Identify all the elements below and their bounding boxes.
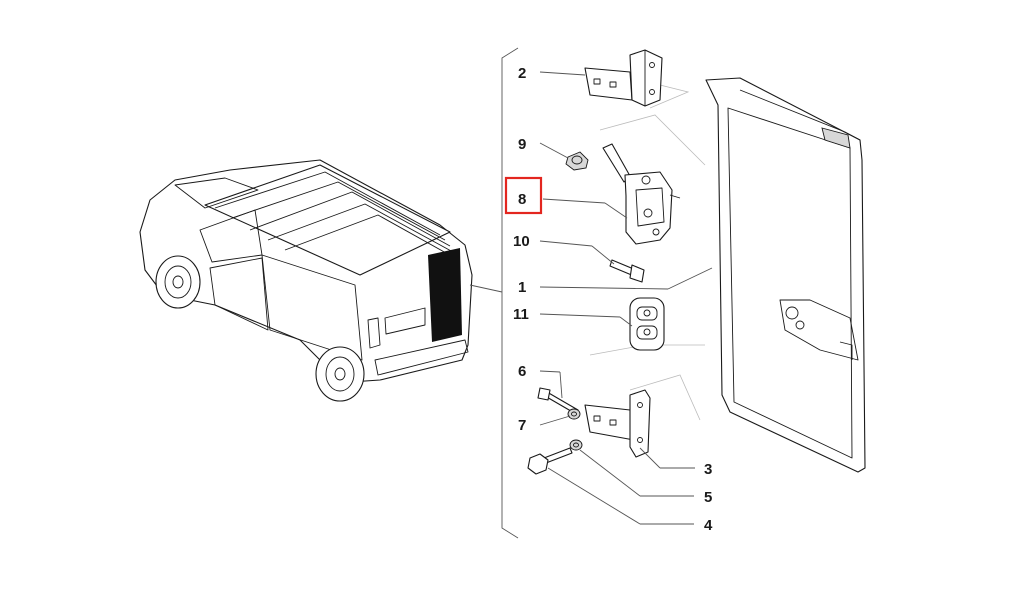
rear-door-part xyxy=(705,77,866,473)
bolt-part xyxy=(609,259,645,283)
callout-10: 10 xyxy=(513,233,530,250)
lock-mechanism-part xyxy=(602,143,681,245)
callout-11: 11 xyxy=(513,306,529,323)
callout-5: 5 xyxy=(704,489,712,506)
leader-lines xyxy=(539,71,713,525)
highlight-box xyxy=(504,176,543,215)
callout-2: 2 xyxy=(518,65,526,82)
callout-6: 6 xyxy=(518,363,526,380)
switch-part xyxy=(629,297,665,351)
upper-hinge-part xyxy=(584,49,663,107)
clip-part xyxy=(565,151,589,171)
van-illustration xyxy=(139,159,473,402)
group-bracket xyxy=(501,47,519,539)
callout-4: 4 xyxy=(704,517,713,534)
rear-door-highlight xyxy=(428,248,462,342)
callout-3: 3 xyxy=(704,461,712,478)
rear-wheel xyxy=(315,346,365,402)
van-to-bracket-line xyxy=(469,284,503,293)
callout-9: 9 xyxy=(518,136,526,153)
washer-part xyxy=(569,439,583,451)
callout-1: 1 xyxy=(518,279,526,296)
lower-hinge-part xyxy=(584,389,651,458)
washer-part-small xyxy=(567,408,581,420)
guide-line-lower xyxy=(629,374,701,421)
hex-bolt-part xyxy=(527,447,573,475)
front-wheel xyxy=(155,255,201,309)
callout-labels: 2 9 8 10 1 11 6 7 3 5 4 xyxy=(504,65,713,534)
callout-7: 7 xyxy=(518,417,526,434)
guide-line-top xyxy=(649,84,690,109)
guide-line-upper xyxy=(599,114,706,166)
callout-8: 8 xyxy=(518,191,526,208)
